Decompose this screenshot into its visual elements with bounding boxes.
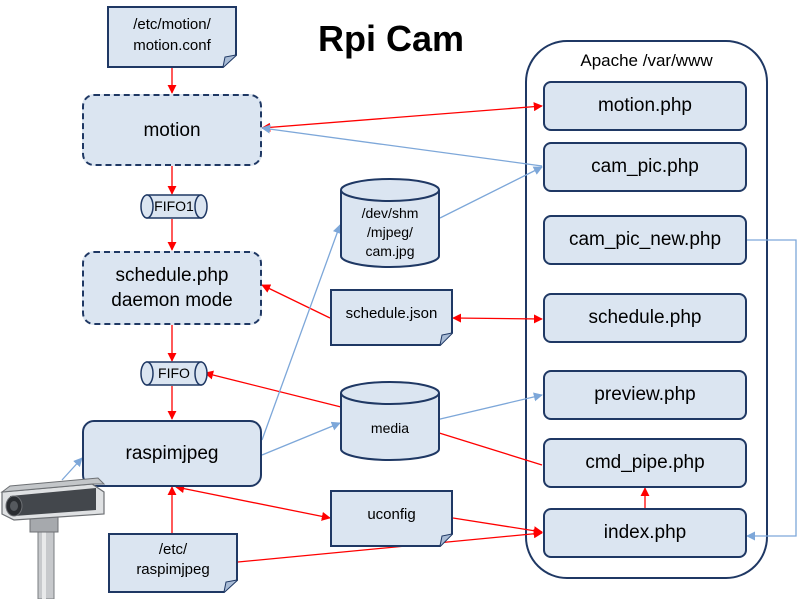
fifo-label: FIFO — [158, 365, 190, 381]
arrow-shm-campic — [439, 166, 543, 219]
page-motion-php-label: motion.php — [597, 95, 692, 116]
page-preview-php: preview.php — [543, 370, 747, 420]
arrow-media-cmdpipe — [435, 431, 543, 466]
page-schedule-php-label: schedule.php — [588, 307, 702, 328]
motion-conf-line1: /etc/motion/ — [133, 16, 211, 33]
motion-conf-shape — [107, 6, 237, 68]
shm-store-shape — [340, 178, 440, 268]
raspimjpeg-label: raspimjpeg — [125, 442, 219, 464]
motion-conf-line2: motion.conf — [133, 37, 211, 54]
arrow-campic-motion — [261, 124, 543, 167]
shm-line-2: /mjpeg/ — [367, 224, 413, 240]
arrow-media-fifo — [204, 370, 346, 409]
fifo1-label: FIFO1 — [154, 198, 194, 214]
raspimjpeg-conf-shape — [108, 533, 238, 593]
arrow-camera-raspimjpeg — [61, 457, 83, 481]
raspimjpeg-conf-line1: /etc/ — [158, 541, 188, 558]
arrow-motion-motionphp — [261, 102, 543, 132]
page-cam-pic-php: cam_pic.php — [543, 142, 747, 192]
shm-line-3: cam.jpg — [365, 243, 415, 259]
page-cmd-pipe-php-label: cmd_pipe.php — [585, 452, 705, 473]
fifo1-pipe: FIFO1 — [139, 194, 209, 219]
camera-icon — [0, 477, 106, 599]
fifo1-pipe-shape — [140, 194, 208, 219]
page-cmd-pipe-php: cmd_pipe.php — [543, 438, 747, 488]
diagram-title: Rpi Cam — [318, 18, 465, 59]
page-schedule-php: schedule.php — [543, 293, 747, 343]
schedule-daemon-process: schedule.php daemon mode — [82, 251, 262, 325]
page-preview-php-label: preview.php — [594, 384, 696, 405]
arrow-schedulejson-schedulephp — [452, 313, 543, 324]
page-motion-php: motion.php — [543, 81, 747, 131]
schedule-json-shape — [330, 289, 453, 346]
blue-arrows — [61, 124, 797, 541]
arrow-campicnew-index — [746, 239, 797, 541]
fifo-pipe-shape — [140, 361, 208, 386]
schedule-daemon-label-1: schedule.php — [115, 265, 229, 286]
raspimjpeg-process: raspimjpeg — [82, 420, 262, 487]
motion-conf-file: /etc/motion/ motion.conf — [107, 6, 237, 68]
media-label: media — [370, 420, 410, 436]
motion-label: motion — [143, 119, 201, 141]
arrow-uconfig-index — [452, 517, 543, 536]
apache-title: Apache /var/www — [580, 51, 713, 70]
arrow-schedulejson-schedule — [261, 284, 331, 319]
uconfig-label: uconfig — [367, 506, 416, 523]
uconfig-shape — [330, 490, 453, 547]
page-cam-pic-php-label: cam_pic.php — [591, 156, 699, 177]
motion-process: motion — [82, 94, 262, 166]
page-cam-pic-new-php: cam_pic_new.php — [543, 215, 747, 265]
shm-store: /dev/shm /mjpeg/ cam.jpg — [340, 178, 440, 268]
arrow-raspimjpeg-uconfig — [175, 484, 331, 521]
arrow-raspimjpegconf-index — [237, 529, 543, 563]
raspimjpeg-conf-line2: raspimjpeg — [136, 561, 210, 578]
red-arrows — [167, 68, 650, 563]
shm-line-1: /dev/shm — [361, 205, 419, 221]
raspimjpeg-conf-file: /etc/ raspimjpeg — [108, 533, 238, 593]
arrow-raspimjpeg-media — [261, 421, 341, 456]
media-store-shape — [340, 381, 440, 461]
uconfig-file: uconfig — [330, 490, 453, 547]
arrow-media-preview — [435, 392, 543, 421]
arrow-raspimjpeg-shm — [261, 224, 342, 441]
fifo-pipe: FIFO — [139, 361, 209, 386]
schedule-json-label: schedule.json — [345, 305, 438, 322]
media-store: media — [340, 381, 440, 461]
page-cam-pic-new-php-label: cam_pic_new.php — [568, 229, 722, 250]
page-index-php: index.php — [543, 508, 747, 558]
schedule-json-file: schedule.json — [330, 289, 453, 346]
schedule-daemon-label-2: daemon mode — [111, 290, 233, 311]
page-index-php-label: index.php — [603, 522, 687, 543]
